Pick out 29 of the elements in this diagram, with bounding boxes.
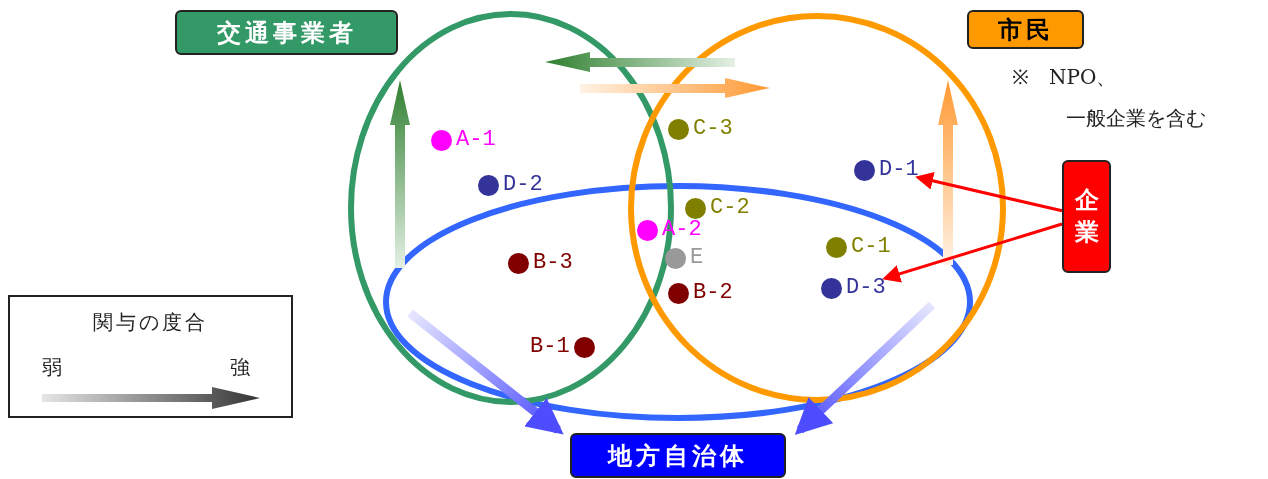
point-label: E <box>690 247 704 269</box>
box-title: 交通事業者 <box>216 17 357 49</box>
legend-box <box>8 295 293 418</box>
point-label: D-3 <box>846 277 886 299</box>
label-box <box>1062 160 1111 273</box>
box-title: 地方自治体 <box>608 440 748 472</box>
arrow <box>882 222 1063 283</box>
arrow <box>915 172 1063 213</box>
point-label: D-1 <box>879 159 919 181</box>
point-label: B-3 <box>533 252 573 274</box>
scale-label: 弱 <box>42 355 62 379</box>
box-title: 市民 <box>997 14 1054 46</box>
label-box <box>570 433 786 478</box>
gradient-arrow <box>407 309 564 435</box>
point-label: C-1 <box>851 236 891 258</box>
box-title: 企業 <box>1074 185 1099 248</box>
legend-title: 関与の度合 <box>93 309 208 336</box>
point-label: C-2 <box>710 197 750 219</box>
point-label: A-1 <box>456 129 496 151</box>
label-box <box>967 10 1084 49</box>
scale-label: 強 <box>230 355 250 379</box>
note-text: ※ NPO、 <box>1012 65 1117 89</box>
label-box <box>175 10 398 55</box>
point-label: B-1 <box>530 336 570 358</box>
gradient-arrow <box>794 301 936 435</box>
point-label: B-2 <box>693 282 733 304</box>
point-label: C-3 <box>693 118 733 140</box>
point-label: D-2 <box>503 174 543 196</box>
note-text: 一般企業を含む <box>1066 106 1206 130</box>
